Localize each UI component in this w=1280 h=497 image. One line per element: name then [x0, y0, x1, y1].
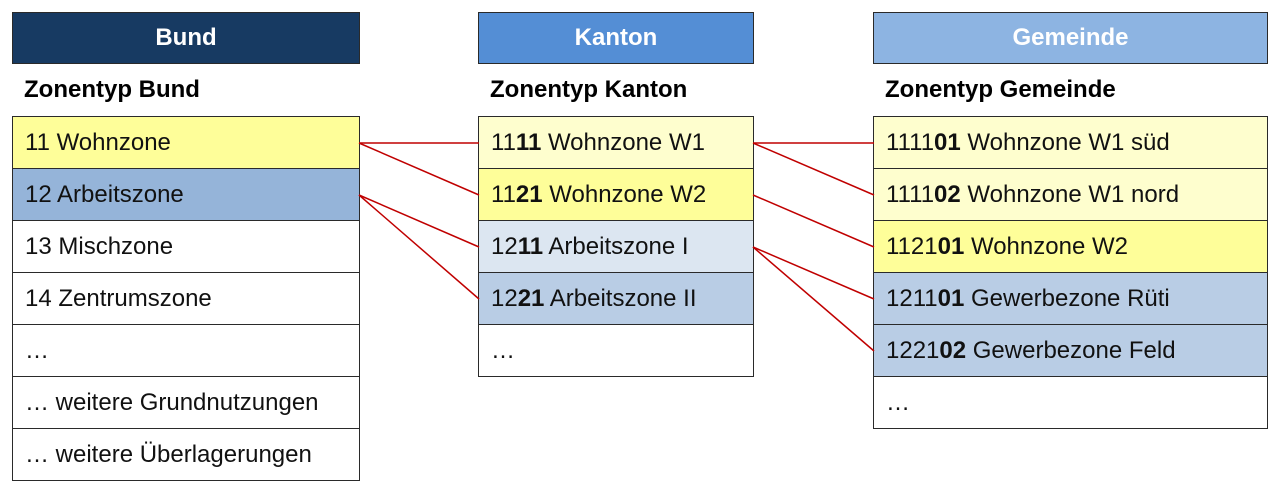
connector-line — [752, 246, 875, 352]
zone-code-prefix: 1111 — [886, 180, 935, 208]
zone-row-kanton: … — [479, 325, 753, 377]
zone-row-gemeinde: … — [874, 377, 1267, 429]
zone-code-prefix: 14 Zentrumszone — [25, 284, 212, 312]
zone-code-suffix: 21 — [517, 284, 545, 312]
zone-row-bund: 14 Zentrumszone — [13, 273, 359, 325]
zone-code-prefix: 12 — [491, 284, 518, 312]
zone-label: Wohnzone W2 — [542, 180, 707, 208]
list-bund: 11 Wohnzone 12 Arbeitszone 13 Mischzone 14 … — [12, 116, 360, 481]
zone-label: Arbeitszone II — [544, 284, 697, 312]
zone-code-suffix: 21 — [515, 180, 543, 208]
subtitle-bund: Zonentyp Bund — [24, 76, 200, 103]
zone-code-prefix: 11 — [491, 180, 516, 208]
connector-line — [358, 194, 480, 300]
zone-code-prefix: … — [491, 336, 515, 364]
zone-row-bund: … weitere Grundnutzungen — [13, 377, 359, 429]
zone-code-prefix: 11 — [491, 128, 516, 156]
zone-label: Gewerbezone Feld — [966, 336, 1176, 364]
header-bund: Bund — [12, 12, 360, 64]
zone-code-prefix: 13 Mischzone — [25, 232, 174, 260]
connector-line — [752, 194, 875, 248]
zone-code-suffix: 01 — [934, 128, 961, 156]
zone-row-bund: 11 Wohnzone — [13, 117, 359, 169]
zone-code-suffix: 01 — [937, 232, 965, 260]
zone-code-suffix: 02 — [939, 336, 967, 364]
zone-code-prefix: … weitere Grundnutzungen — [25, 388, 319, 416]
zone-label: Gewerbezone Rüti — [964, 284, 1170, 312]
subtitle-gemeinde: Zonentyp Gemeinde — [885, 76, 1116, 103]
subtitle-kanton: Zonentyp Kanton — [490, 76, 688, 103]
zone-label: Wohnzone W1 — [541, 128, 705, 156]
zone-code-prefix: … weitere Überlagerungen — [25, 440, 312, 468]
zone-row-bund: … — [13, 325, 359, 377]
zone-code-suffix: 11 — [515, 128, 542, 156]
header-gemeinde: Gemeinde — [873, 12, 1268, 64]
zone-code-prefix: 12 — [491, 232, 518, 260]
zone-code-prefix: 12 Arbeitszone — [25, 180, 184, 208]
zone-code-prefix: 1111 — [886, 128, 935, 156]
connector-line — [358, 142, 480, 196]
zone-code-prefix: 1211 — [886, 284, 938, 312]
zone-code-suffix: 02 — [934, 180, 961, 208]
zone-code-prefix: … — [886, 388, 910, 416]
zone-label: Wohnzone W2 — [964, 232, 1128, 260]
zone-row-bund: 12 Arbeitszone — [13, 169, 359, 221]
connector-line — [752, 142, 875, 196]
column-bund: Bund Zonentyp Bund 11 Wohnzone 12 Arbeits… — [12, 12, 360, 481]
zone-code-prefix: 11 Wohnzone — [25, 128, 171, 156]
zone-row-bund: … weitere Überlagerungen — [13, 429, 359, 481]
connector-line — [358, 194, 480, 248]
zone-code-prefix: … — [25, 336, 49, 364]
zone-code-suffix: 01 — [937, 284, 965, 312]
zone-code-suffix: 11 — [517, 232, 544, 260]
zone-row-bund: 13 Mischzone — [13, 221, 359, 273]
zone-label: Wohnzone W1 nord — [960, 180, 1180, 208]
zone-label: Arbeitszone I — [543, 232, 689, 260]
zone-code-prefix: 1121 — [886, 232, 938, 260]
header-kanton: Kanton — [478, 12, 754, 64]
connector-line — [752, 246, 875, 300]
zone-code-prefix: 1221 — [886, 336, 940, 364]
zone-label: Wohnzone W1 süd — [960, 128, 1170, 156]
